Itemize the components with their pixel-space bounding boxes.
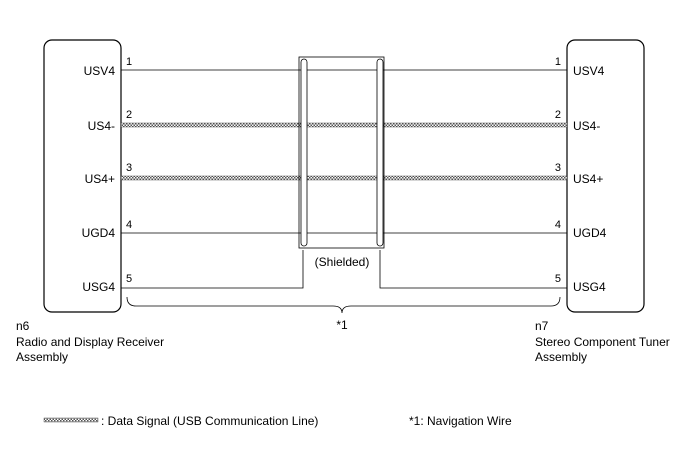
legend-data-signal-label: : Data Signal (USB Communication Line) xyxy=(101,414,318,428)
right-pin-2: 2 xyxy=(555,109,561,121)
left-terminal-usv4: USV4 xyxy=(84,64,116,78)
wire-5-right xyxy=(379,250,567,289)
right-terminal-usg4: USG4 xyxy=(573,280,606,294)
wire-3-data xyxy=(120,175,568,181)
left-terminal-us4-plus: US4+ xyxy=(85,172,115,186)
right-connector-code: n7 xyxy=(535,319,549,333)
right-pin-4: 4 xyxy=(555,219,561,231)
right-pin-5: 5 xyxy=(555,273,561,285)
right-terminal-ugd4: UGD4 xyxy=(573,226,607,240)
left-connector-name-1: Radio and Display Receiver xyxy=(16,335,164,349)
left-connector-code: n6 xyxy=(16,319,30,333)
harness-label: *1 xyxy=(336,318,348,332)
right-pin-3: 3 xyxy=(555,162,561,174)
left-pin-4: 4 xyxy=(126,219,132,231)
shield-box xyxy=(298,56,385,249)
left-terminal-ugd4: UGD4 xyxy=(82,226,116,240)
right-connector-name-1: Stereo Component Tuner xyxy=(535,335,670,349)
right-connector-name-2: Assembly xyxy=(535,350,587,364)
right-terminal-usv4: USV4 xyxy=(573,64,605,78)
left-pin-5: 5 xyxy=(126,273,132,285)
left-connector-name-2: Assembly xyxy=(16,350,68,364)
legend-data-signal-swatch xyxy=(43,417,99,423)
left-terminal-usg4: USG4 xyxy=(82,280,115,294)
wire-5 xyxy=(121,250,304,289)
right-pin-1: 1 xyxy=(555,56,561,68)
left-pin-2: 2 xyxy=(126,109,132,121)
harness-brace xyxy=(126,296,561,314)
left-terminal-us4-minus: US4- xyxy=(88,119,115,133)
left-pin-3: 3 xyxy=(126,162,132,174)
left-pin-1: 1 xyxy=(126,56,132,68)
shield-left-bar xyxy=(300,58,308,247)
right-terminal-us4-minus: US4- xyxy=(573,119,600,133)
wire-2-data xyxy=(120,122,568,128)
right-terminal-us4-plus: US4+ xyxy=(573,172,603,186)
shield-label: (Shielded) xyxy=(315,255,370,269)
shield-right-bar xyxy=(376,58,384,247)
legend-note: *1: Navigation Wire xyxy=(409,414,512,428)
